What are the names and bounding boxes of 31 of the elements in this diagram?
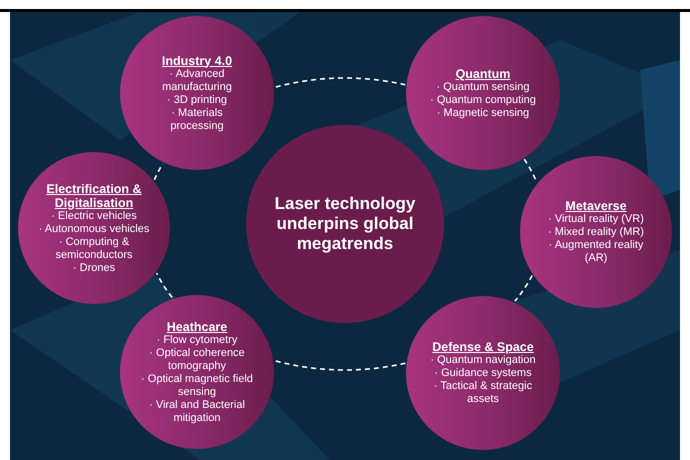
bullet-item: · Mixed reality (MR) — [548, 226, 644, 239]
topic-heading: Quantum — [456, 66, 510, 80]
topic-heading: Metaverse — [565, 199, 627, 213]
bullet-item: · Guidance systems — [434, 367, 532, 380]
dashed-connector — [274, 360, 406, 371]
bullet-item: · Tactical & strategic assets — [432, 380, 534, 406]
central-title: Laser technology underpins global megatrends — [274, 194, 416, 254]
bullet-item: · 3D printing — [167, 94, 227, 106]
bullet-item: · Materials processing — [169, 106, 225, 132]
bullet-item: · Optical coherence tomography — [148, 346, 246, 372]
bullet-item: · Optical magnetic field sensing — [140, 372, 254, 398]
bullet-item: · Magnetic sensing — [436, 106, 530, 120]
bullet-item: · Advanced manufacturing — [161, 68, 233, 94]
bullet-item: · Augmented reality (AR) — [548, 239, 644, 265]
bullet-item: · Quantum sensing — [436, 80, 530, 94]
bullet-item: · Virtual reality (VR) — [548, 213, 644, 226]
bullet-item: · Quantum computing — [430, 94, 536, 106]
bullet-item: · Quantum navigation — [430, 354, 536, 367]
dashed-connector — [514, 275, 533, 302]
bullet-item: · Flow cytometry — [156, 334, 238, 346]
topic-heading: Defense & Space — [432, 340, 534, 354]
bullet-item: · Drones — [72, 262, 116, 274]
bullet-item: · Autonomous vehicles — [38, 222, 150, 236]
topic-heading: Heathcare — [166, 320, 228, 334]
topic-heading: Industry 4.0 — [162, 54, 232, 68]
dashed-connector — [156, 272, 173, 298]
bullet-item: · Electric vehicles — [51, 210, 137, 222]
topic-heading: Electrification & Digitalisation — [45, 182, 143, 210]
dashed-connector — [276, 77, 406, 88]
bullet-item: · Computing & semiconductors — [54, 236, 134, 262]
bullet-item: · Viral and Bacterial mitigation — [148, 398, 246, 424]
